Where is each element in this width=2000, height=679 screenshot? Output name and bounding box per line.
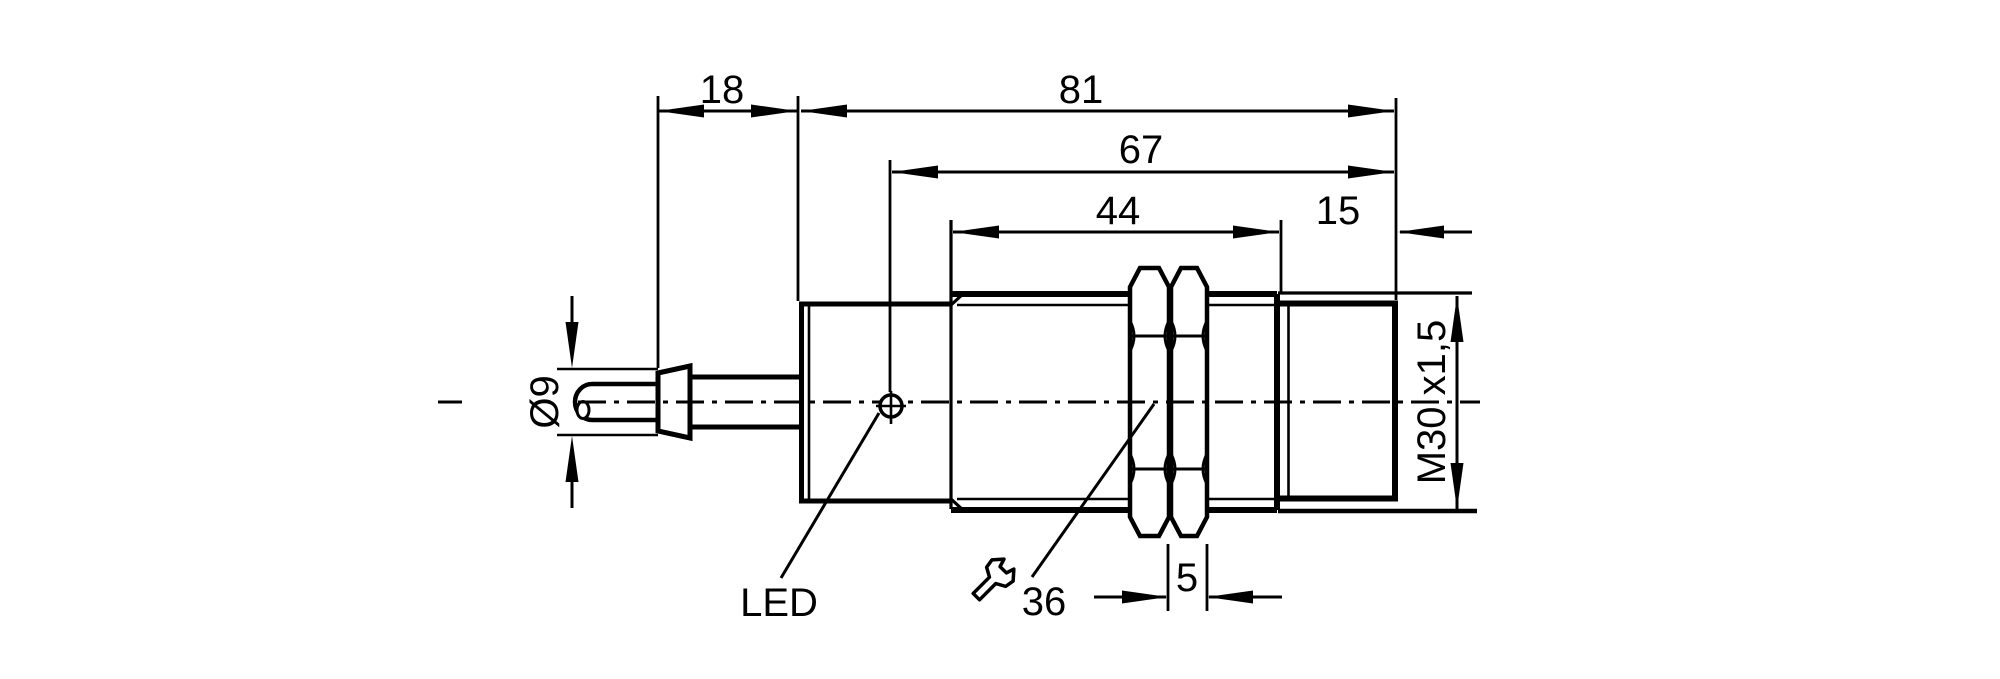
dim-text-cable-diameter: Ø9 — [523, 375, 567, 428]
wrench-icon — [971, 557, 1016, 602]
cable-sheath — [557, 367, 658, 437]
dim-text-wrench-size: 36 — [1022, 580, 1067, 624]
led-label: LED — [740, 581, 818, 625]
dim-text-gland-length: 18 — [700, 68, 745, 112]
led-indicator — [876, 391, 906, 424]
dim-text-led-to-face: 67 — [1119, 128, 1164, 172]
dim-text-mid-section: 44 — [1096, 189, 1141, 233]
dim-text-rear-section: 15 — [1316, 189, 1361, 233]
dimension-texts: 18 81 67 44 15 Ø9 M30 x1,5 5 36 LED — [523, 68, 1454, 625]
cable-gland — [690, 374, 799, 430]
strain-relief-cone — [655, 362, 693, 442]
dim-text-nut-width: 5 — [1176, 556, 1198, 600]
dim-text-overall-length: 81 — [1059, 68, 1104, 112]
leader-lines — [779, 403, 1156, 579]
led-leader-line — [779, 412, 881, 579]
dim-text-thread-spec: M30 x1,5 — [1410, 320, 1454, 485]
wrench-leader-line — [1030, 403, 1156, 578]
threaded-barrel — [949, 291, 1277, 513]
extension-lines — [656, 96, 1477, 611]
dimension-lines — [570, 109, 1472, 599]
cable-cross-section — [575, 400, 591, 420]
dimension-arrowheads — [565, 104, 1464, 604]
